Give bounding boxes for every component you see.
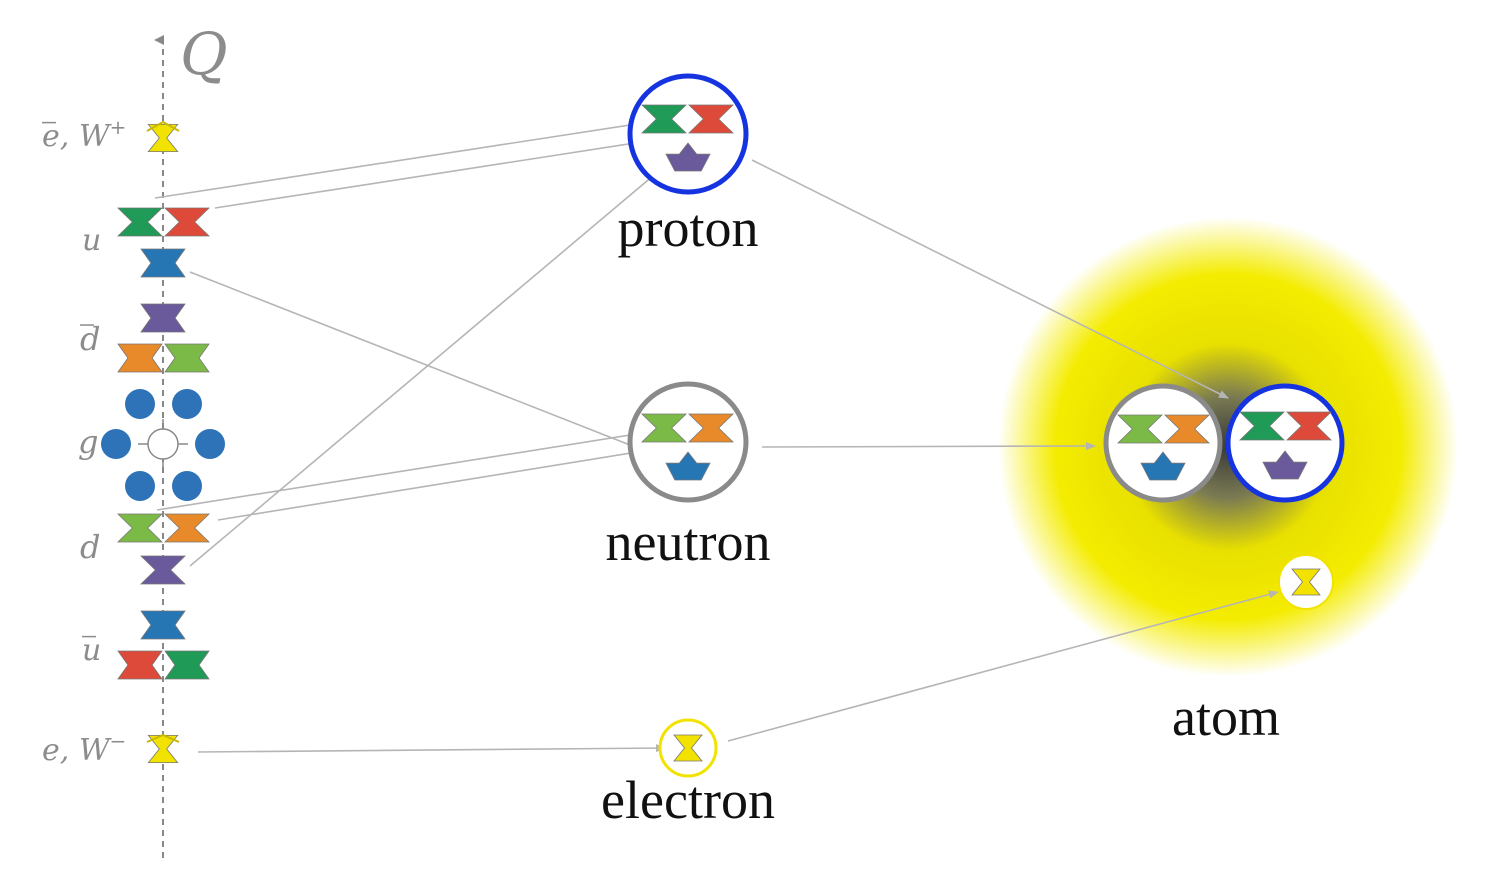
neutron: neutron [606,381,771,572]
neutron-quark-blue [665,451,711,481]
neutron-quark-orange [688,413,734,443]
neutron-ring [627,381,749,503]
antidown-quark-lightgreen [164,343,210,373]
atom-proton-quark-green [1239,411,1285,441]
gluon-6 [172,471,202,501]
atom: atom [1103,383,1345,747]
gluon-4 [195,429,225,459]
antidown-quark-purple [140,303,186,333]
antiup-quark-red [117,650,163,680]
arrow-down-to-proton [189,169,661,567]
axis-title: Q [180,20,228,88]
down-quark-lightgreen [117,513,163,543]
row-label-electron-w-minus: e, W− [42,729,126,768]
atom-proton-quark-purple [1262,450,1308,480]
gluon-5 [125,471,155,501]
antiup-quark-green [164,650,210,680]
atom-proton-quark-red [1286,411,1332,441]
proton-quark-red [688,104,734,134]
atom-neutron-ring [1103,383,1223,503]
arrow-up-to-proton-2 [214,135,668,209]
charge-row-labels: e, W+ u d g d u e, W− [42,115,126,768]
arrow-down-to-neutron-1 [156,430,644,511]
arrows [154,120,1279,753]
atom-neutron-quark-orange [1164,414,1210,444]
atom-label: atom [1172,687,1280,747]
arrow-down-to-neutron-2 [217,444,669,521]
row-label-anti-down: d [80,320,100,358]
down-quark-purple [140,555,186,585]
positron-icon [147,123,179,153]
neutron-label: neutron [606,512,771,572]
row-label-anti-up: u [82,633,101,668]
arrow-electron-to-atom [727,590,1279,742]
gluon-neutral [147,428,179,460]
proton: proton [618,73,759,258]
arrow-neutron-to-atom [761,442,1096,451]
electron-w-minus-icon [147,734,179,764]
up-quark-red [164,207,210,237]
up-quark-blue [140,248,186,278]
antiup-quark-blue [140,610,186,640]
proton-ring [627,73,749,195]
proton-quark-purple [665,142,711,172]
gluon-1 [125,389,155,419]
row-label-up: u [82,223,101,258]
gluon-2 [172,389,202,419]
electron-label: electron [601,770,775,830]
arrow-up-to-neutron [189,271,669,461]
proton-label: proton [618,198,759,258]
arrow-electron [197,744,666,753]
row-label-down: d [80,528,100,566]
electron: electron [601,718,775,830]
atom-neutron-quark-blue [1140,451,1186,481]
atom-electron-icon [1291,568,1321,596]
left-particle-column [101,120,225,764]
proton-quark-green [641,104,687,134]
neutron-quark-lightgreen [641,413,687,443]
arrow-up-to-proton-1 [154,120,644,199]
antidown-quark-orange [117,343,163,373]
down-quark-orange [164,513,210,543]
row-label-gluon: g [78,423,98,461]
electron-icon [673,734,703,762]
row-label-positron-w-plus: e, W+ [42,115,126,154]
up-quark-green [117,207,163,237]
arrow-proton-to-atom [751,159,1229,399]
atom-neutron-quark-lightgreen [1117,414,1163,444]
atom-proton-ring [1225,383,1345,503]
gluon-3 [101,429,131,459]
